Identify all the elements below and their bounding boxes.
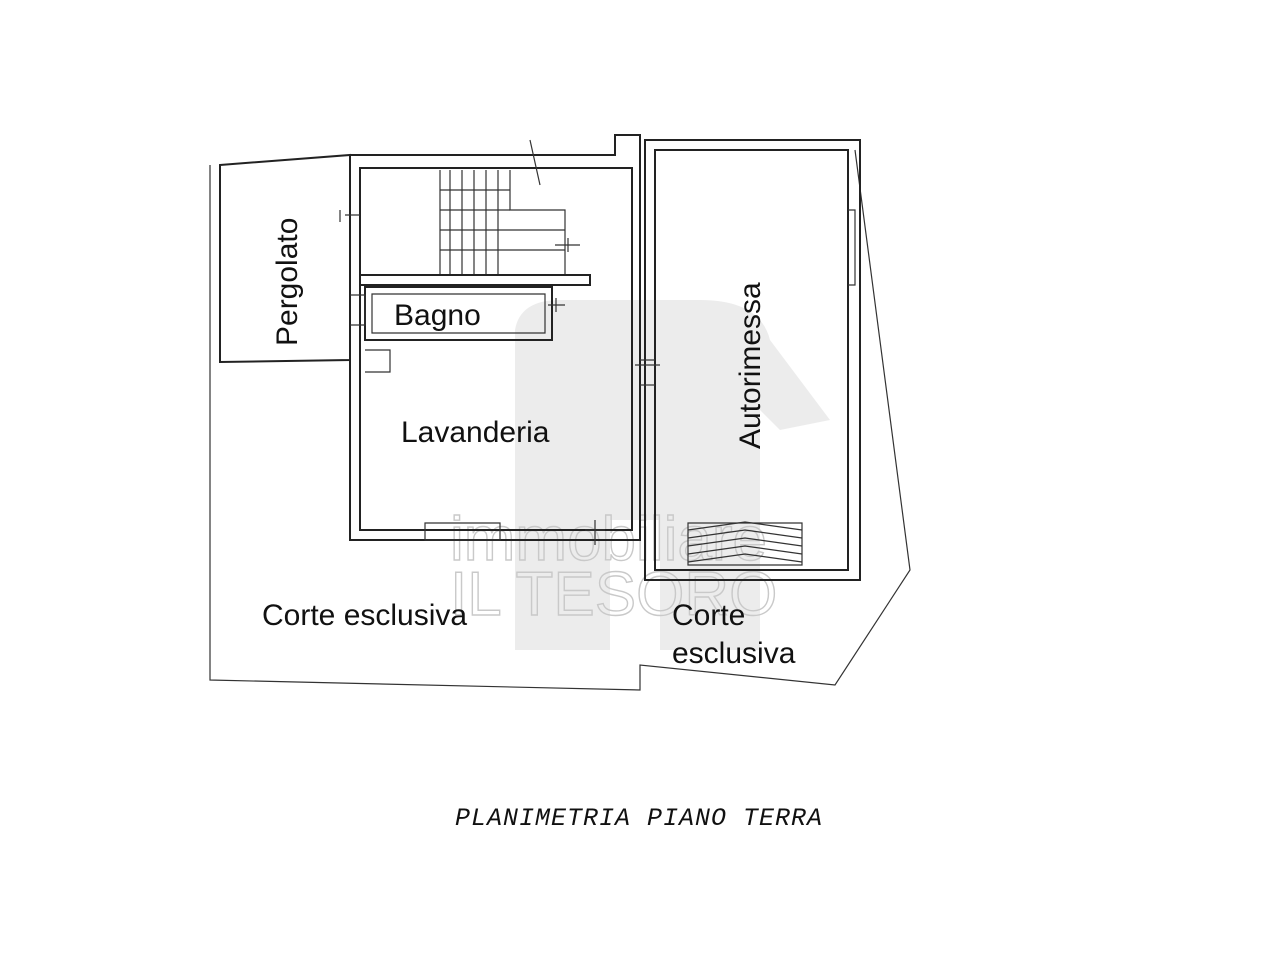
plan-walls (209, 134, 911, 691)
staircase (439, 139, 566, 275)
stair-bagno-partition (360, 274, 591, 286)
label-autorimessa: Autorimessa (734, 282, 767, 449)
watermark-line-2: IL TESORO (450, 560, 777, 629)
label-corte-esclusiva-left: Corte esclusiva (262, 599, 467, 632)
watermark-logo: immobiliare IL TESORO (449, 300, 830, 650)
lavanderia-corner (365, 349, 391, 373)
label-corte-esclusiva-right-2: esclusiva (672, 637, 796, 670)
label-corte-esclusiva-right-1: Corte (672, 599, 745, 632)
openings (339, 209, 856, 545)
bagno-inner (371, 293, 546, 334)
main-block-inner (359, 167, 633, 531)
plan-caption: PLANIMETRIA PIANO TERRA (455, 804, 823, 833)
label-lavanderia: Lavanderia (401, 416, 550, 449)
main-block-outline (349, 134, 641, 541)
autorimessa-ramp (687, 521, 803, 566)
autorimessa-inner (654, 149, 849, 571)
label-bagno: Bagno (394, 299, 481, 332)
outer-boundary (209, 149, 911, 691)
label-pergolato: Pergolato (271, 218, 304, 346)
room-labels: Pergolato Bagno Lavanderia Autorimessa C… (262, 218, 796, 670)
autorimessa-outline (644, 139, 861, 581)
